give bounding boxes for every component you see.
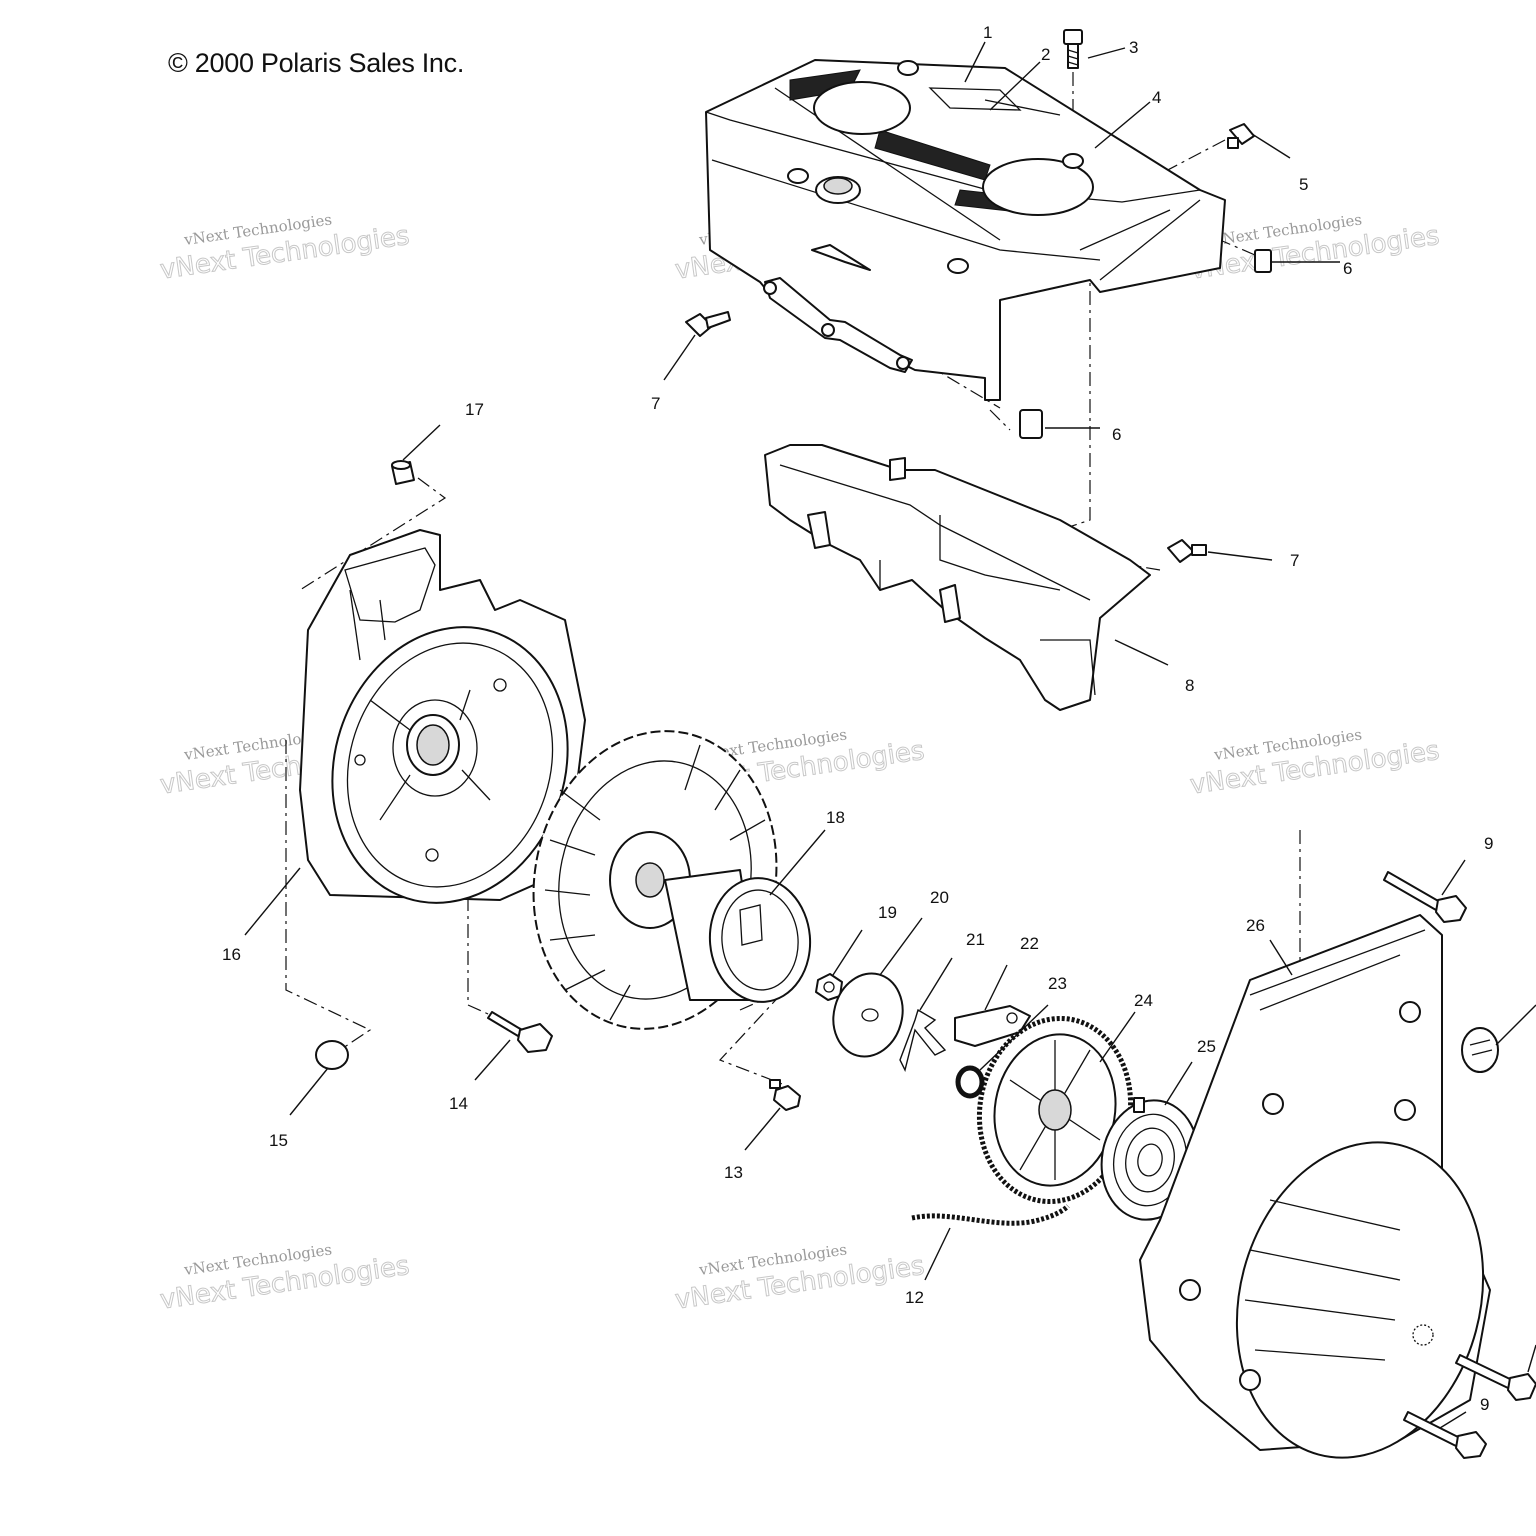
bolt-part-9a (1383, 871, 1467, 923)
leader-lines (244, 41, 1536, 1429)
callout-label: 14 (449, 1094, 468, 1113)
bolt-part-13 (769, 1079, 801, 1111)
copyright-notice: © 2000 Polaris Sales Inc. (168, 48, 465, 78)
callout-label: 7 (1290, 551, 1299, 570)
bolt-part-7b (1167, 539, 1207, 563)
recoil-pulley-part (976, 1015, 1134, 1205)
starter-rope-part (911, 1204, 1070, 1226)
callout-label: 2 (1041, 45, 1050, 64)
callout-label: 12 (905, 1288, 924, 1307)
callout-label: 8 (1185, 676, 1194, 695)
fan-housing-part (299, 529, 586, 904)
callout-label: 9 (1484, 834, 1493, 853)
callout-label: 20 (930, 888, 949, 907)
bolt-part-7a (685, 311, 731, 337)
air-duct-part (764, 444, 1151, 711)
callout-label: 24 (1134, 991, 1153, 1010)
callout-label: 21 (966, 930, 985, 949)
bolt-part-9b (1403, 1411, 1487, 1459)
callout-label: 7 (651, 394, 660, 413)
sleeve-part-17 (391, 460, 415, 485)
handle-knob-part (1461, 1027, 1499, 1073)
callout-label: 23 (1048, 974, 1067, 993)
callout-label: 6 (1343, 259, 1352, 278)
clip-ring-part (315, 1040, 349, 1070)
callout-label: 25 (1197, 1037, 1216, 1056)
cover-bracket-part (763, 244, 913, 373)
starter-cup-part (664, 869, 812, 1003)
ring-part (955, 1065, 985, 1099)
callout-label: 15 (269, 1131, 288, 1150)
bolt-part-14 (487, 1011, 553, 1053)
callout-label: 19 (878, 903, 897, 922)
spring-clip-part (899, 1008, 947, 1073)
callout-label: 17 (465, 400, 484, 419)
bolt-part-3 (1063, 29, 1083, 69)
callout-label: 18 (826, 808, 845, 827)
callout-labels: 1 2 3 4 5 6 6 7 7 8 9 9 12 13 14 15 16 1… (222, 23, 1493, 1414)
callout-label: 16 (222, 945, 241, 964)
top-cover-part (705, 59, 1226, 401)
callout-label: 5 (1299, 175, 1308, 194)
callout-label: 26 (1246, 916, 1265, 935)
callout-label: 9 (1480, 1395, 1489, 1414)
bolt-part-5 (1227, 123, 1255, 149)
callout-label: 3 (1129, 38, 1138, 57)
callout-label: 6 (1112, 425, 1121, 444)
callout-label: 13 (724, 1163, 743, 1182)
bolt-part-9c (1455, 1354, 1536, 1401)
callout-label: 22 (1020, 934, 1039, 953)
grommet-part-6 (1019, 249, 1272, 439)
recoil-housing-part (1139, 914, 1491, 1459)
callout-label: 4 (1152, 88, 1161, 107)
callout-label: 1 (983, 23, 992, 42)
washer-plate-part (832, 972, 904, 1058)
